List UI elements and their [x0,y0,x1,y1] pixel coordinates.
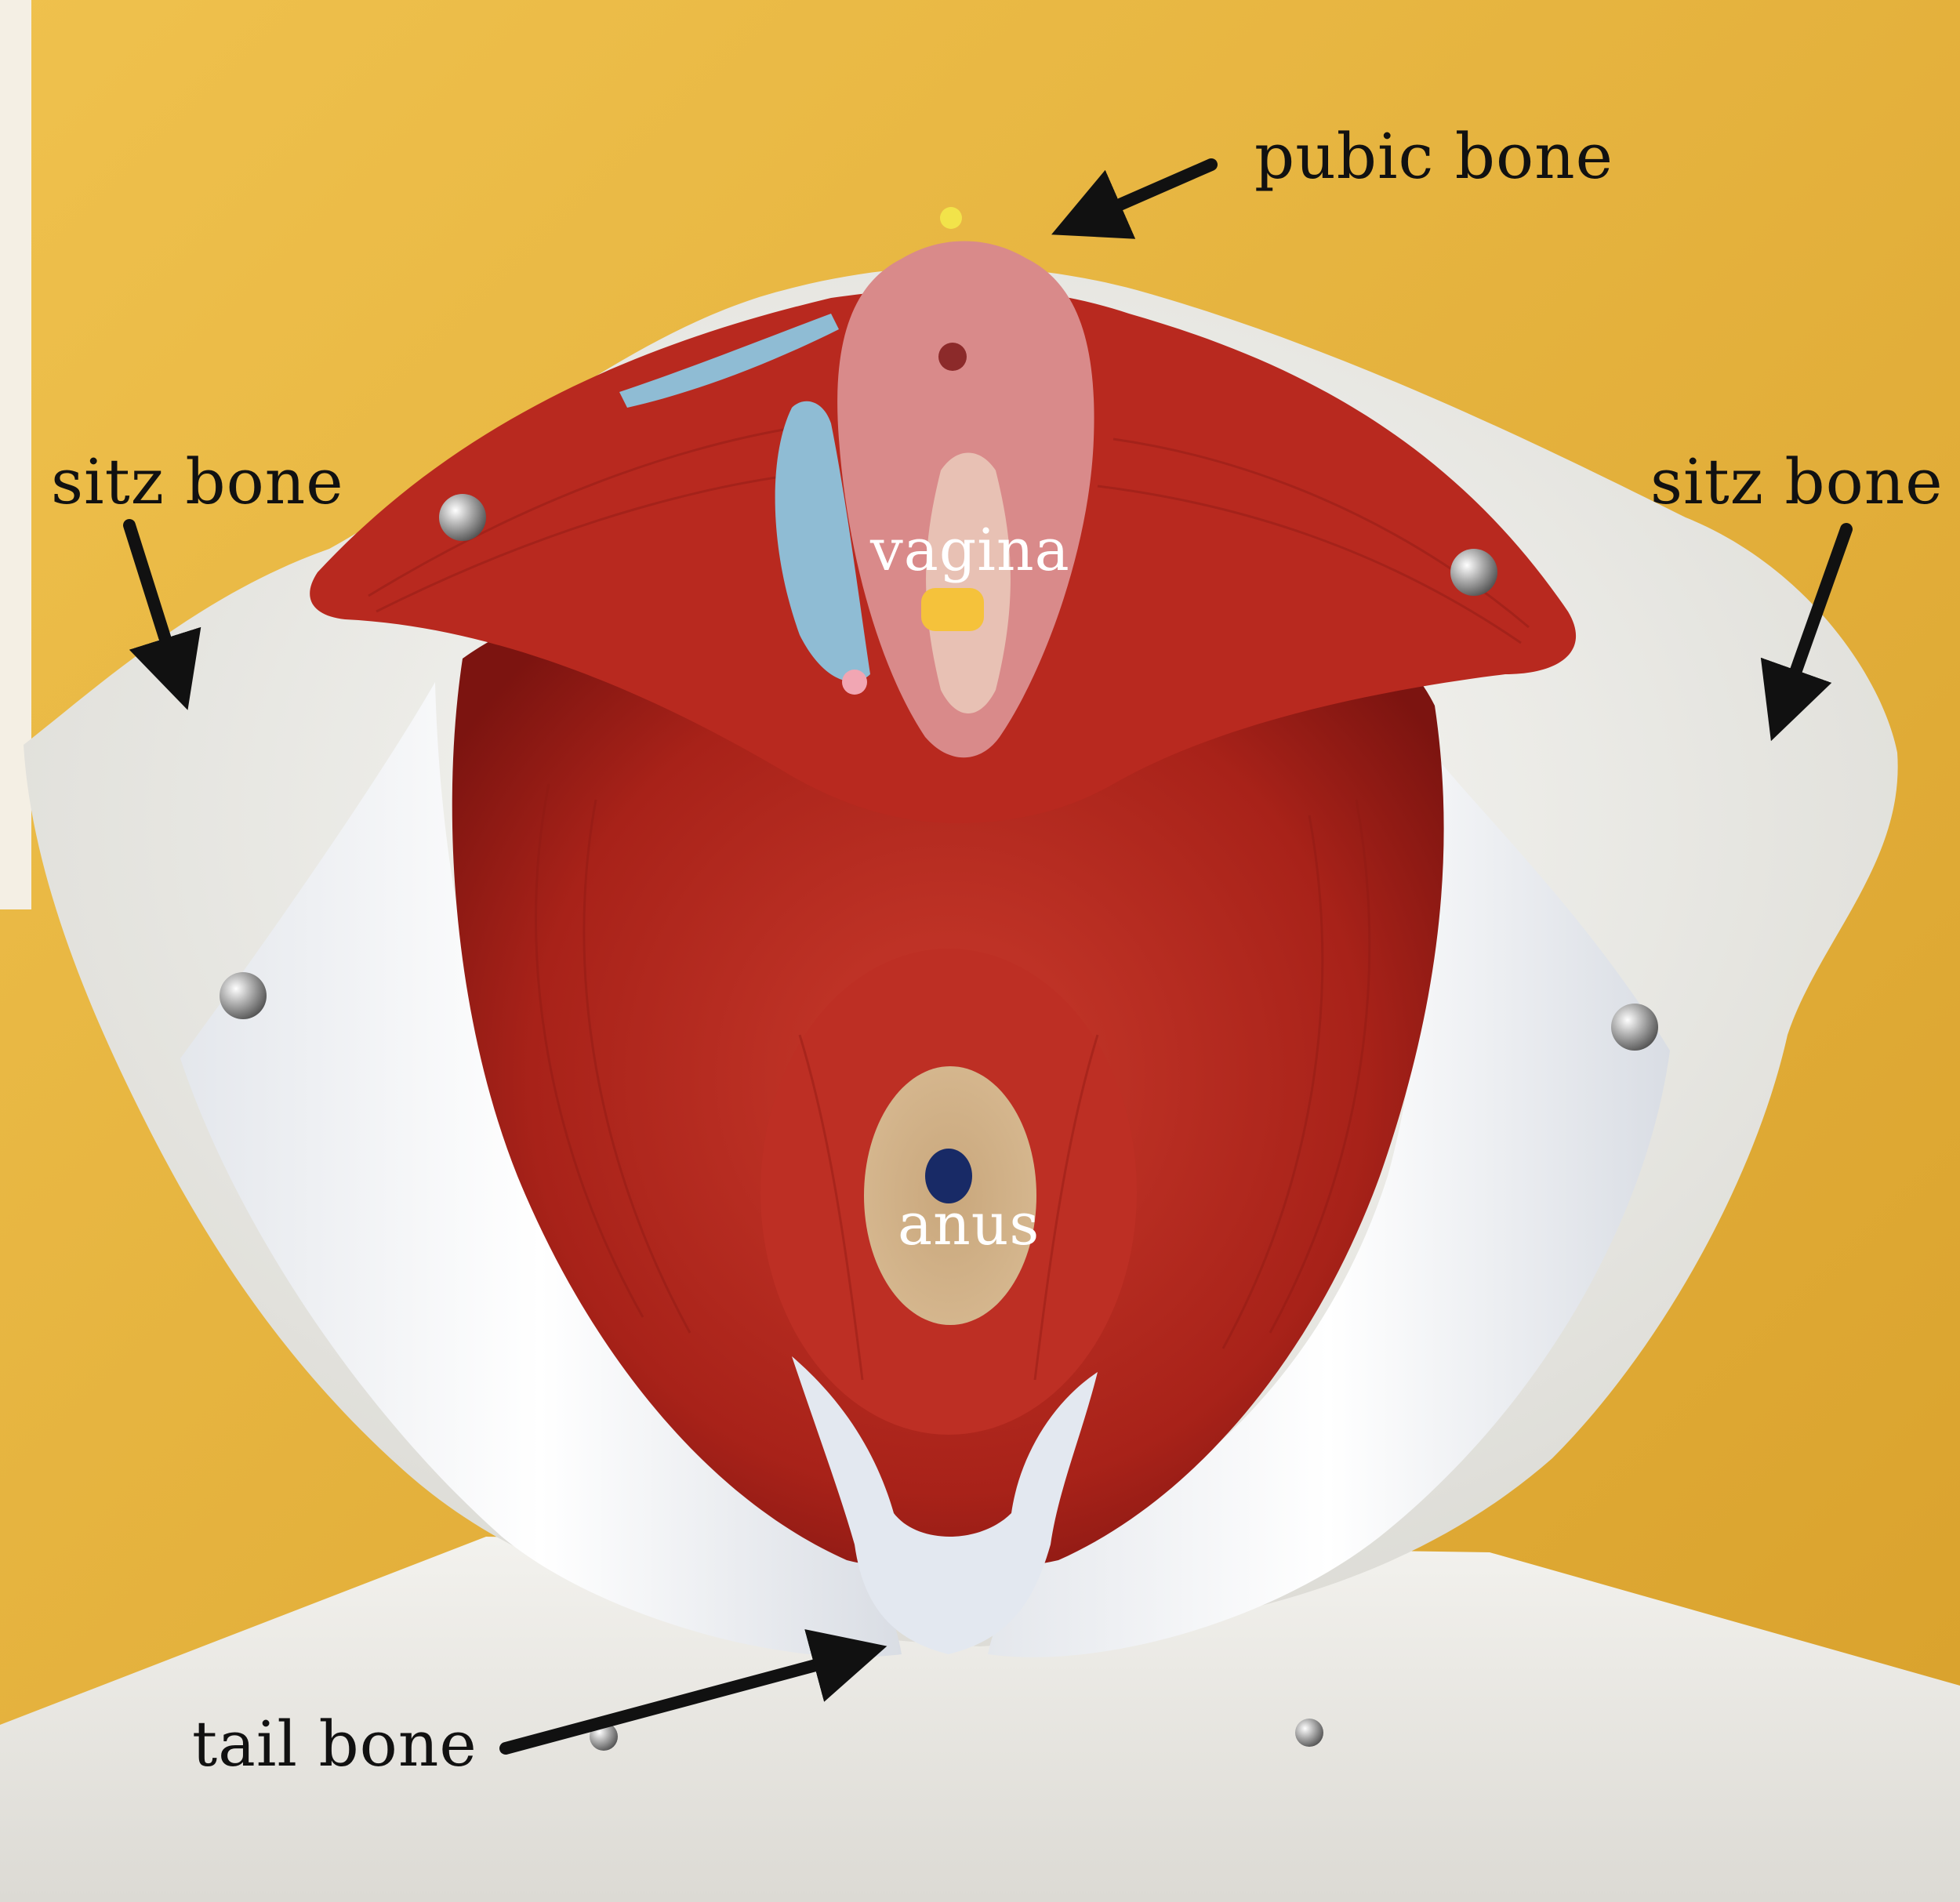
muscle-fibres [368,422,1530,1381]
arrow-tail-bone [499,1629,887,1755]
label-anus: anus [898,1191,1040,1258]
vaginal-opening [926,452,1011,713]
bulbospongiosus-blue [775,401,870,682]
coccyx [792,1356,1098,1654]
screws [220,494,1658,1751]
dorsal-nerve-blue [619,314,839,408]
left-ischium-shield [180,682,902,1657]
white-stand [0,1537,1960,1902]
arrow-sitz-bone-left [123,519,201,710]
clitoris [940,207,962,229]
urethral-opening [938,343,967,371]
gland-pink [842,670,867,695]
label-tail-bone: tail bone [192,1708,477,1780]
anal-opening [925,1149,972,1203]
label-pubic-bone: pubic bone [1254,120,1614,193]
label-sitz-bone-right: sitz bone [1650,445,1944,518]
label-sitz-bone-left: sitz bone [51,445,344,518]
arrow-sitz-bone-right [1760,523,1853,742]
arrow-pubic-bone [1051,158,1218,239]
label-vagina: vagina [870,517,1070,584]
right-ischium-shield [988,745,1670,1657]
vaginal-canal-window [921,588,984,631]
annotation-arrows [123,158,1853,1755]
